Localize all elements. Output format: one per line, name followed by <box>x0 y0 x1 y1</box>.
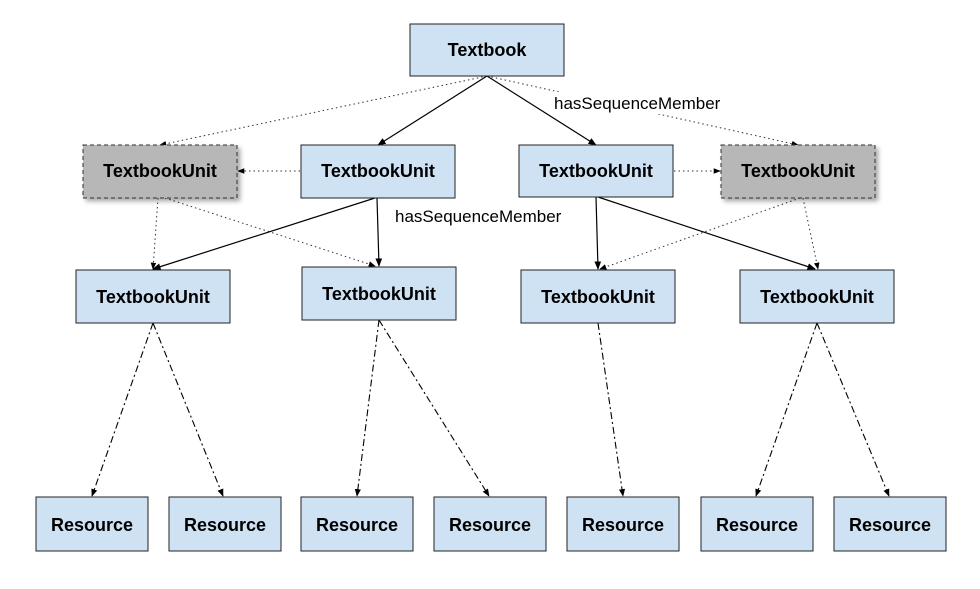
edge-l3-1-to-resource-2 <box>152 322 224 497</box>
node-l3-3: TextbookUnit <box>520 269 676 324</box>
edge-l3-4-to-resource-7 <box>816 322 890 497</box>
node-unit-right-box <box>518 144 674 198</box>
node-l3-4-label: TextbookUnit <box>760 287 874 307</box>
node-unit-ghost-right-label: TextbookUnit <box>741 161 855 181</box>
node-unit-ghost-left-label: TextbookUnit <box>103 161 217 181</box>
resource-7-label: Resource <box>849 515 931 535</box>
resource-7: Resource <box>833 496 947 552</box>
node-l3-1-box <box>75 269 231 324</box>
resource-6: Resource <box>700 496 814 552</box>
resource-6-label: Resource <box>716 515 798 535</box>
resource-4-label: Resource <box>449 515 531 535</box>
edge-ghost-right-to-l3-3 <box>599 197 801 270</box>
edge-l3-3-to-resource-5 <box>597 322 626 497</box>
node-unit-ghost-right-box <box>720 144 876 199</box>
edge-ghost-right-to-l3-4 <box>802 197 820 270</box>
node-l3-1: TextbookUnit <box>75 269 231 324</box>
node-unit-right: TextbookUnit <box>518 144 674 198</box>
node-textbook: Textbook <box>409 23 565 77</box>
resource-7-box <box>833 496 947 552</box>
resource-2-label: Resource <box>184 515 266 535</box>
edge-l3-2-to-resource-4 <box>378 319 490 497</box>
node-l3-2-label: TextbookUnit <box>322 284 436 304</box>
node-l3-1-label: TextbookUnit <box>96 287 210 307</box>
edge-labels: hasSequenceMember hasSequenceMember <box>392 92 741 227</box>
node-textbook-box <box>409 23 565 77</box>
resource-6-box <box>700 496 814 552</box>
resource-1-box <box>35 496 149 552</box>
edge-unit-right-to-l3-3 <box>594 196 602 270</box>
edge-label-middle: hasSequenceMember <box>395 207 562 226</box>
edge-label-top-bg <box>551 92 741 114</box>
node-unit-left-label: TextbookUnit <box>321 161 435 181</box>
resource-5: Resource <box>566 496 680 552</box>
resource-5-label: Resource <box>582 515 664 535</box>
node-textbook-label: Textbook <box>448 40 528 60</box>
node-l3-2-box <box>301 266 457 321</box>
resource-3-box <box>300 496 414 552</box>
edge-root-to-unit-right <box>486 75 597 146</box>
edge-l3-4-to-resource-6 <box>755 322 818 497</box>
resource-2: Resource <box>168 496 282 552</box>
resource-5-box <box>566 496 680 552</box>
node-l3-4-box <box>739 269 895 324</box>
node-unit-left: TextbookUnit <box>300 144 456 199</box>
edge-root-to-unit-left <box>377 75 488 146</box>
node-unit-ghost-left: TextbookUnit <box>82 144 238 199</box>
resource-3: Resource <box>300 496 414 552</box>
node-unit-left-box <box>300 144 456 199</box>
node-l3-2: TextbookUnit <box>301 266 457 321</box>
node-l3-3-box <box>520 269 676 324</box>
edge-ghost-left-to-l3-1 <box>150 197 159 270</box>
node-unit-ghost-right: TextbookUnit <box>720 144 876 199</box>
node-l3-4: TextbookUnit <box>739 269 895 324</box>
edge-l3-2-to-resource-3 <box>354 319 380 497</box>
resource-2-box <box>168 496 282 552</box>
edge-ghost-left-to-l3-2 <box>164 197 376 267</box>
edge-l3-1-to-resource-1 <box>91 322 154 497</box>
edge-unit-left-to-l3-1 <box>152 197 376 270</box>
node-unit-right-label: TextbookUnit <box>539 161 653 181</box>
resource-4-box <box>433 496 547 552</box>
edge-unit-right-to-l3-4 <box>597 196 816 270</box>
edge-unit-left-to-l3-2 <box>375 197 383 267</box>
resource-3-label: Resource <box>316 515 398 535</box>
edge-label-top: hasSequenceMember <box>554 94 721 113</box>
node-l3-3-label: TextbookUnit <box>541 287 655 307</box>
resource-4: Resource <box>433 496 547 552</box>
resource-1-label: Resource <box>51 515 133 535</box>
edge-root-to-ghost-left <box>159 75 488 147</box>
node-unit-ghost-left-box <box>82 144 238 199</box>
resource-1: Resource <box>35 496 149 552</box>
edge-label-middle-bg <box>392 205 582 227</box>
edges <box>91 75 890 497</box>
